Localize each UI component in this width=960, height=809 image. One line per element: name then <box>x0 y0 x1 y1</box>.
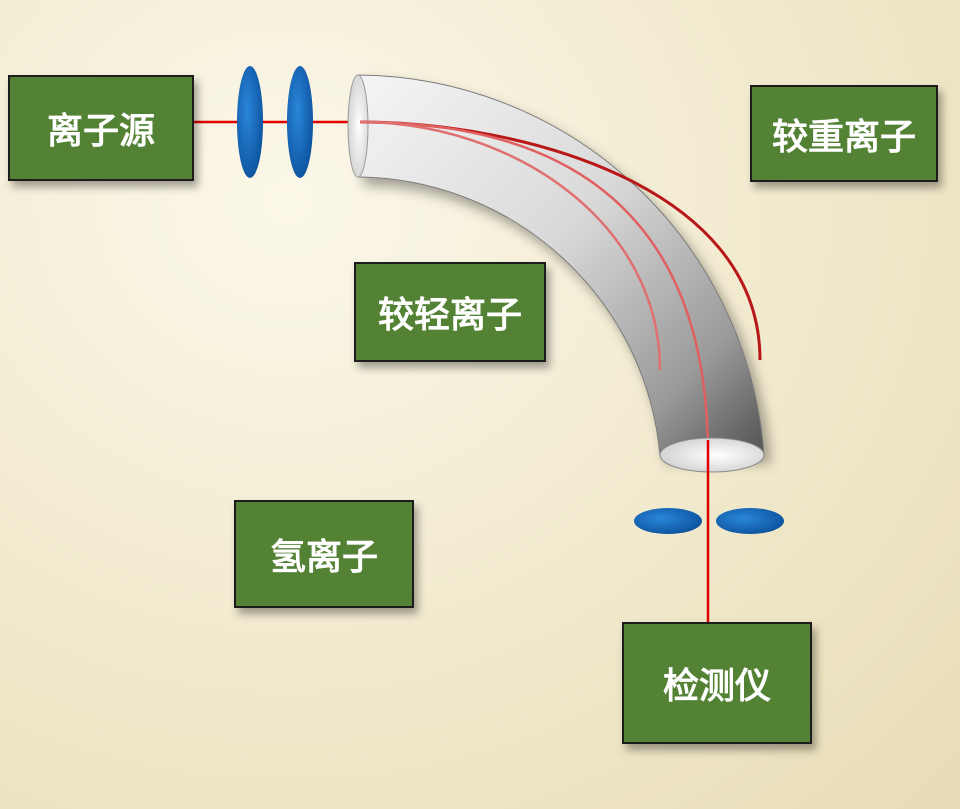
trajectory-middle-ions <box>359 120 710 456</box>
hydrogen-ions-box: 氢离子 <box>234 500 414 608</box>
lens-bottom-right <box>716 508 784 534</box>
tube-outlet <box>659 437 765 473</box>
lens-left-1 <box>237 66 263 178</box>
lighter-ions-label: 较轻离子 <box>377 294 522 336</box>
heavier-ions-label: 较重离子 <box>771 115 916 158</box>
trajectory-lighter-ions <box>359 120 662 371</box>
tube-inlet <box>347 74 369 178</box>
lighter-ions-box: 较轻离子 <box>354 262 546 362</box>
detector-box: 检测仪 <box>622 622 812 744</box>
ion-source-label: 离子源 <box>46 110 155 152</box>
lens-left-2 <box>287 66 313 178</box>
hydrogen-ions-label: 氢离子 <box>269 536 378 578</box>
magnet-tube <box>357 74 765 456</box>
detector-label: 检测仪 <box>662 665 771 707</box>
lens-bottom-left <box>634 508 702 534</box>
heavier-ions-box: 较重离子 <box>750 85 938 182</box>
ion-source-box: 离子源 <box>8 75 194 181</box>
